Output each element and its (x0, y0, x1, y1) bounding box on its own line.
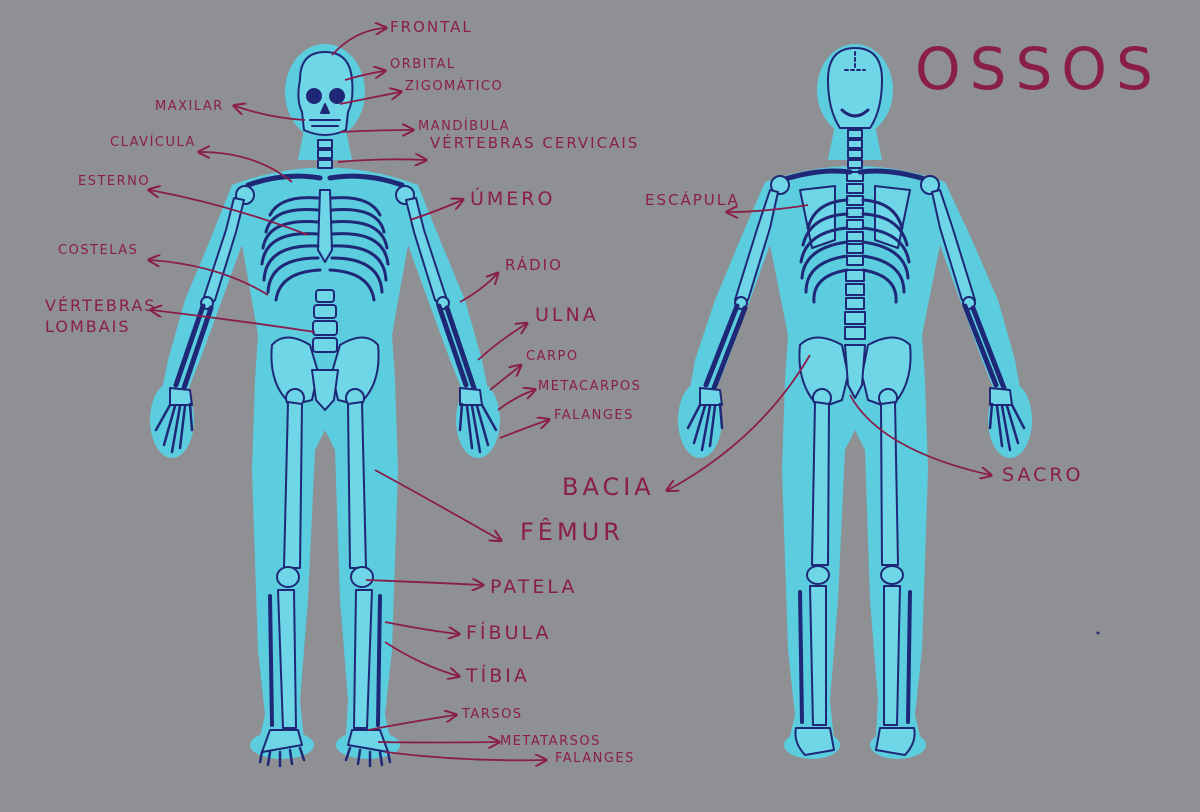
label-patela: PATELA (490, 576, 578, 598)
label-frontal: FRONTAL (390, 18, 473, 36)
label-clavicula: CLAVÍCULA (110, 135, 196, 150)
label-femur: FÊMUR (520, 518, 624, 546)
label-vertebras-cervicais: VÉRTEBRAS CERVICAIS (430, 134, 640, 152)
label-metacarpos: METACARPOS (538, 379, 642, 394)
label-tibia: TÍBIA (466, 665, 530, 687)
label-mandibula: MANDÍBULA (418, 119, 511, 134)
front-skeleton (154, 51, 498, 768)
label-fibula: FÍBULA (466, 622, 552, 644)
label-vertebras-lombais-line2: LOMBAIS (45, 316, 131, 336)
label-esterno: ESTERNO (78, 174, 151, 189)
label-maxilar: MAXILAR (155, 99, 224, 114)
label-falanges-mao: FALANGES (554, 408, 634, 423)
label-bacia: BACIA (562, 473, 655, 501)
label-escapula: ESCÁPULA (645, 191, 740, 209)
label-vertebras-lombais-line1: VÉRTEBRAS (45, 296, 157, 315)
label-radio: RÁDIO (505, 256, 563, 274)
label-orbital: ORBITAL (390, 57, 456, 72)
label-sacro: SACRO (1002, 464, 1084, 486)
label-tarsos: TARSOS (462, 707, 523, 722)
label-metatarsos: METATARSOS (500, 734, 601, 749)
label-carpo: CARPO (526, 349, 579, 364)
leader-lines (150, 28, 990, 760)
back-skeleton (686, 47, 1026, 756)
label-falanges-pe: FALANGES (555, 751, 635, 766)
label-zigomatico: ZIGOMÁTICO (405, 79, 504, 94)
label-costelas: COSTELAS (58, 243, 139, 258)
label-umero: ÚMERO (470, 188, 556, 210)
speck-dot (1096, 631, 1100, 635)
label-vertebras-lombais: VÉRTEBRAS LOMBAIS (45, 296, 156, 338)
label-ulna: ULNA (535, 304, 599, 326)
title: OSSOS (915, 35, 1162, 103)
